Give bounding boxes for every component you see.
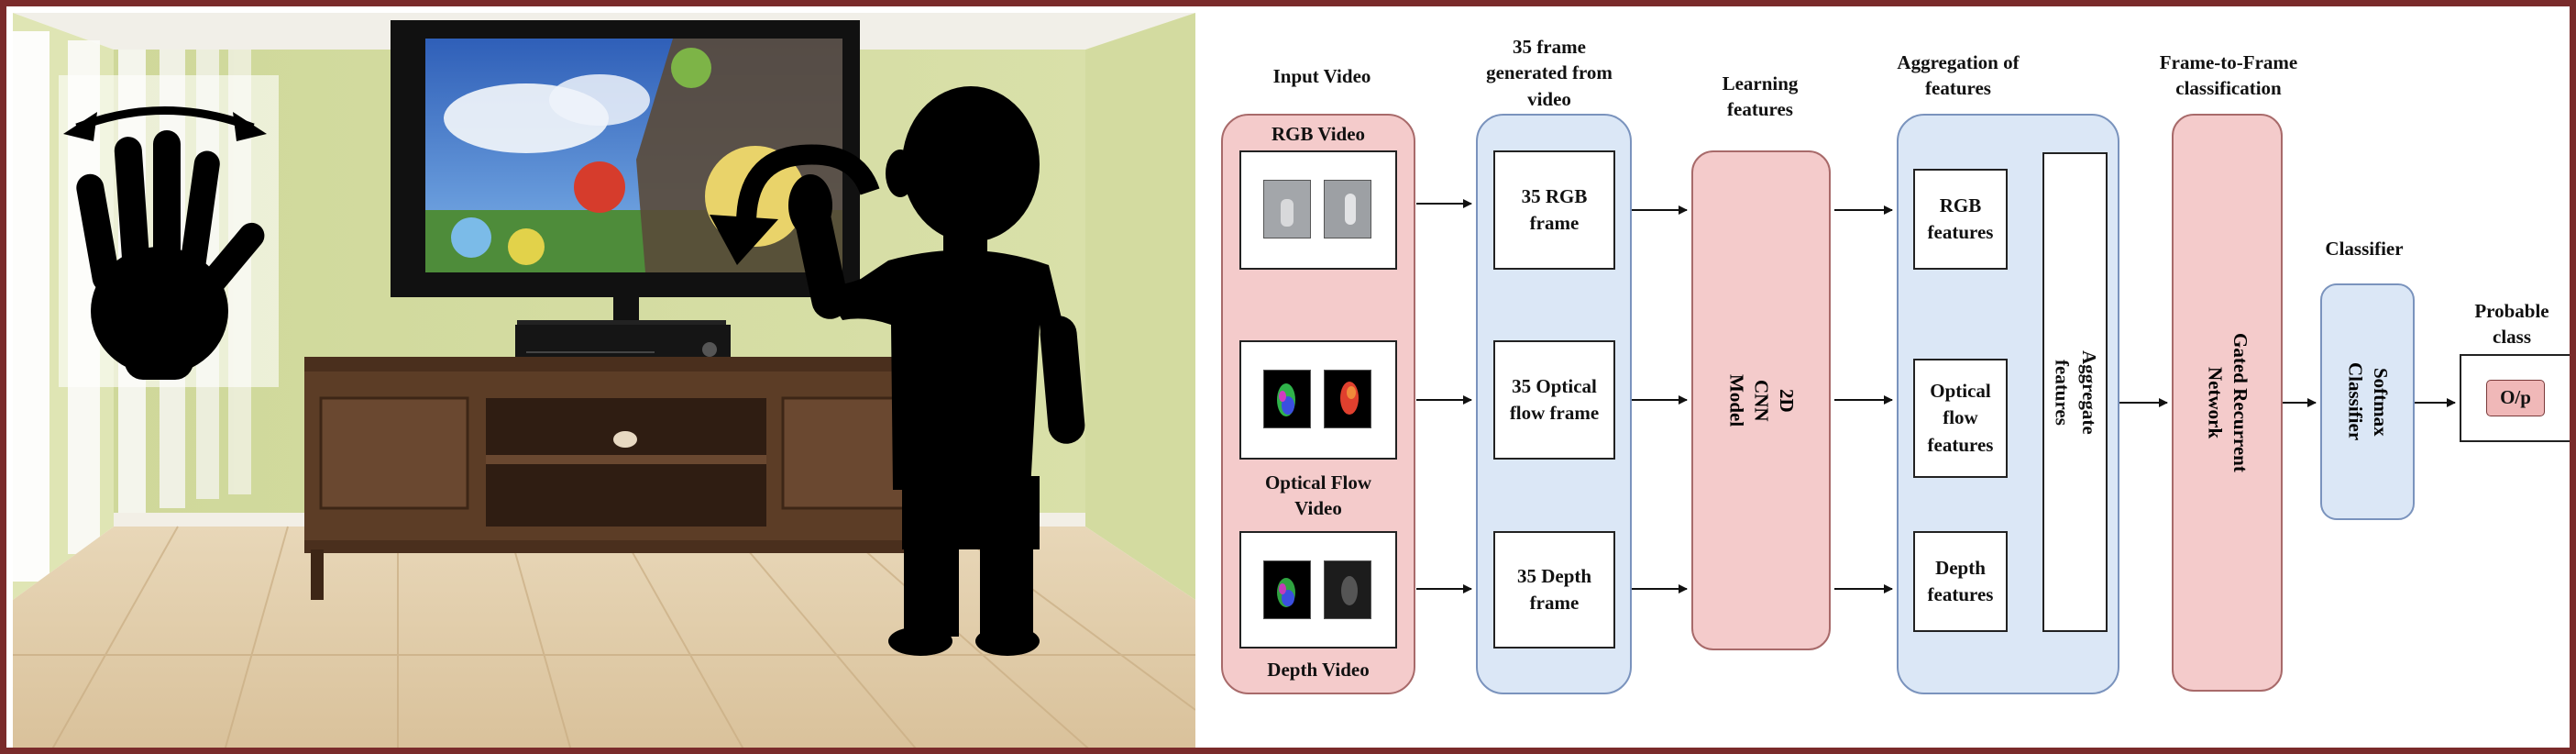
double-arrow-icon bbox=[75, 106, 255, 132]
col-title-aggregation: Aggregation of features bbox=[1897, 51, 2020, 100]
scene-svg bbox=[13, 13, 1195, 748]
depth-thumb-1 bbox=[1263, 560, 1311, 619]
optical-flow-thumbnails bbox=[1239, 340, 1397, 460]
gated-recurrent-network-box: Gated Recurrent Network bbox=[2172, 114, 2283, 692]
gesture-scene-illustration bbox=[13, 13, 1195, 748]
rgb-features-box: RGB features bbox=[1913, 169, 2008, 270]
rgb-video-thumbnails bbox=[1239, 150, 1397, 270]
rgb-frames-box: 35 RGB frame bbox=[1493, 150, 1615, 270]
optical-features-box: Optical flow features bbox=[1913, 359, 2008, 478]
optical-flow-video-label: Optical Flow Video bbox=[1264, 471, 1372, 520]
softmax-classifier-box: Softmax Classifier bbox=[2320, 283, 2415, 520]
col-title-learning: Learning features bbox=[1722, 72, 1799, 121]
depth-video-label: Depth Video bbox=[1267, 659, 1370, 681]
depth-features-box: Depth features bbox=[1913, 531, 2008, 632]
rgb-video-label: RGB Video bbox=[1271, 123, 1366, 145]
optical-frames-box: 35 Optical flow frame bbox=[1493, 340, 1615, 460]
col-title-frame2frame: Frame-to-Frame classification bbox=[2159, 51, 2298, 100]
right-wall bbox=[1085, 13, 1195, 600]
depth-frames-box: 35 Depth frame bbox=[1493, 531, 1615, 649]
depth-thumb-2 bbox=[1324, 560, 1371, 619]
output-label: O/p bbox=[2486, 380, 2545, 416]
rgb-thumb-2 bbox=[1324, 180, 1371, 238]
col-title-frames: 35 frame generated from video bbox=[1486, 36, 1613, 110]
col-title-input-video: Input Video bbox=[1272, 65, 1371, 87]
rgb-thumb-1 bbox=[1263, 180, 1311, 238]
hand-icon bbox=[76, 130, 265, 380]
cnn-model-box: 2D CNN Model bbox=[1691, 150, 1831, 650]
optical-thumb-1 bbox=[1263, 370, 1311, 428]
child-silhouette bbox=[788, 86, 1085, 656]
optical-thumb-2 bbox=[1324, 370, 1371, 428]
aggregate-features-box: Aggregate features bbox=[2042, 152, 2108, 632]
depth-video-thumbnails bbox=[1239, 531, 1397, 649]
col-title-probable-class: Probable class bbox=[2474, 300, 2549, 349]
curved-arrow-icon bbox=[736, 144, 880, 225]
pipeline-diagram: Input Video 35 frame generated from vide… bbox=[1195, 13, 2570, 748]
probable-class-box: O/p bbox=[2460, 354, 2570, 442]
col-title-classifier: Classifier bbox=[2325, 238, 2404, 260]
